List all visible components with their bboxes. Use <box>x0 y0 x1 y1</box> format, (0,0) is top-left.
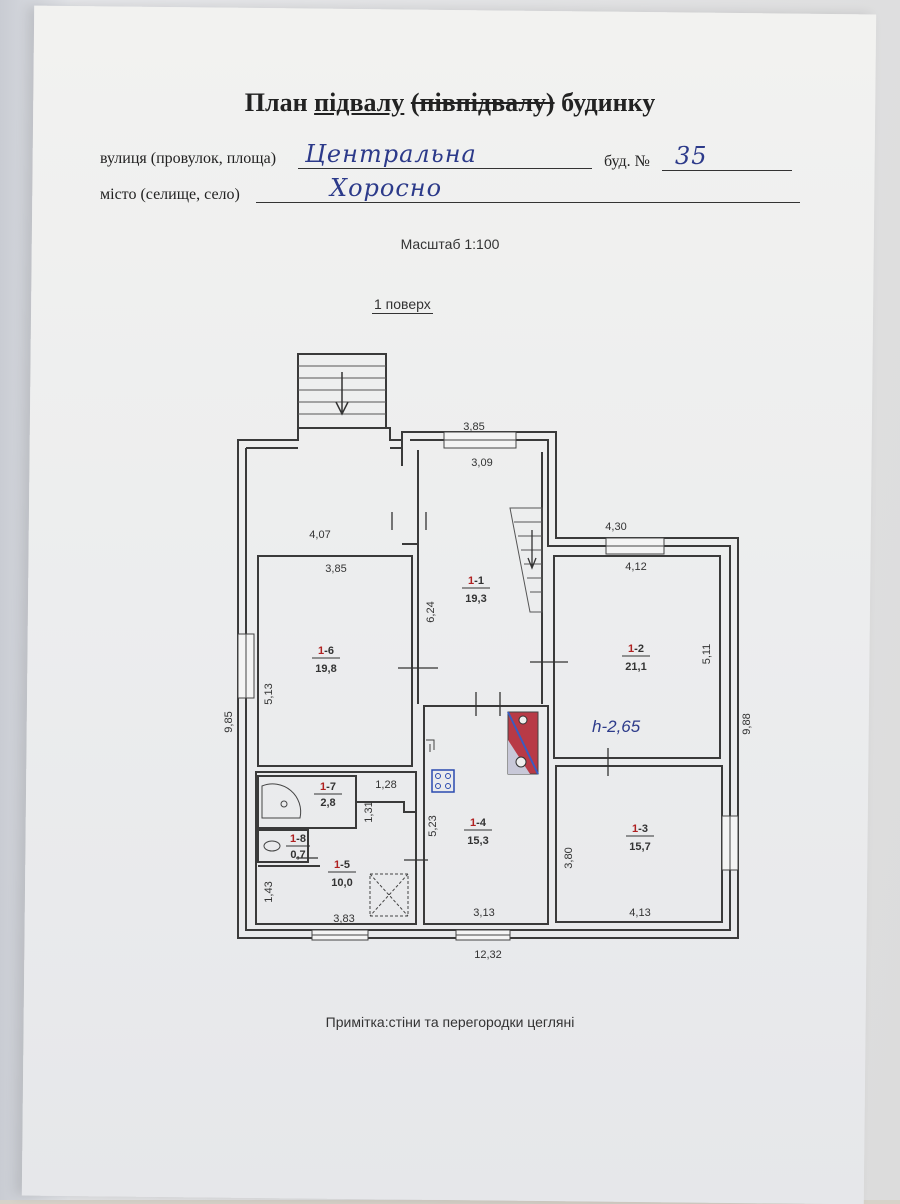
dim-porch-width: 4,07 <box>309 529 330 541</box>
dim-room1-3-width: 4,13 <box>629 907 650 919</box>
page-title: План підвалу (півпідвалу) будинку <box>244 88 656 117</box>
room-label-1-3: 1-3 15,7 <box>626 823 654 853</box>
room-label-1-8: 1-8 0,7 <box>286 833 310 861</box>
stove-icon <box>431 769 455 793</box>
room-area-1-5: 10,0 <box>331 877 352 889</box>
room-area-1-3: 15,7 <box>629 841 650 853</box>
room-area-1-1: 19,3 <box>465 593 486 605</box>
scale-label: Масштаб 1:100 <box>400 236 500 252</box>
dim-room1-7-width: 1,28 <box>375 779 396 791</box>
door-marks <box>296 512 609 861</box>
shower-drain-icon <box>280 800 288 808</box>
svg-text:1-1: 1-1 <box>468 575 484 587</box>
dim-outer-left: 9,85 <box>223 711 235 732</box>
dim-outer-right: 9,88 <box>741 713 753 734</box>
room-area-1-6: 19,8 <box>315 663 336 675</box>
room-label-1-2: 1-2 21,1 <box>622 643 650 673</box>
room-label-1-1: 1-1 19,3 <box>462 575 490 605</box>
ceiling-height-note: h-2,65 <box>592 717 641 736</box>
title-basement: підвалу <box>314 88 405 117</box>
room-label-1-6: 1-6 19,8 <box>312 645 340 675</box>
footnote: Примітка:стіни та перегородки цегляні <box>325 1014 575 1030</box>
dim-room1-6-depth: 5,13 <box>263 683 275 704</box>
windows <box>237 431 739 941</box>
stove-burners <box>435 773 451 789</box>
dim-room1-2-width: 4,12 <box>625 561 646 573</box>
city-line <box>256 202 800 203</box>
floor-label: 1 поверх <box>372 296 433 314</box>
svg-text:1-6: 1-6 <box>318 645 334 657</box>
city-value: Хоросно <box>330 174 443 202</box>
dim-room1-6-width: 3,85 <box>325 563 346 575</box>
room-area-1-2: 21,1 <box>625 661 646 673</box>
svg-text:1-5: 1-5 <box>334 859 350 871</box>
dim-room1-4-width: 3,13 <box>473 907 494 919</box>
building-label: буд. № <box>604 153 650 170</box>
svg-text:1-7: 1-7 <box>320 781 336 793</box>
dim-room1-5-depth: 1,43 <box>263 881 275 902</box>
street-value: Центральна <box>305 140 477 168</box>
street-line <box>298 168 592 169</box>
building-value: 35 <box>675 142 708 170</box>
dim-room1-3-depth: 3,80 <box>563 847 575 868</box>
room-area-1-8: 0,7 <box>290 849 305 861</box>
toilet-icon <box>263 840 281 852</box>
svg-text:1-2: 1-2 <box>628 643 644 655</box>
dim-outer-bottom: 12,32 <box>474 949 502 961</box>
interior-stair <box>509 507 543 613</box>
street-label: вулиця (провулок, площа) <box>100 150 277 167</box>
dim-top-center: 3,85 <box>463 421 484 433</box>
furnace-icon <box>507 711 539 775</box>
dim-room1-5-width: 3,83 <box>333 913 354 925</box>
svg-text:1-3: 1-3 <box>632 823 648 835</box>
room-area-1-4: 15,3 <box>467 835 488 847</box>
building-line <box>662 170 792 171</box>
dim-room1-1-width: 3,09 <box>471 457 492 469</box>
room-area-1-7: 2,8 <box>320 797 335 809</box>
down-arrow-icon <box>335 372 349 416</box>
svg-text:1-8: 1-8 <box>290 833 306 845</box>
dim-room1-7-depth: 1,31 <box>363 801 375 822</box>
dim-top-right: 4,30 <box>605 521 626 533</box>
dim-room1-1-depth: 6,24 <box>425 601 437 622</box>
svg-text:1-4: 1-4 <box>470 817 487 829</box>
cellar-hatch-cross <box>369 873 409 917</box>
sink-icon <box>426 739 435 752</box>
city-label: місто (селище, село) <box>100 186 240 203</box>
cellar-hatch <box>369 873 409 917</box>
room-label-1-7: 1-7 2,8 <box>314 781 342 809</box>
title-semi-basement: (півпідвалу) <box>410 88 555 117</box>
shower-icon <box>261 783 302 819</box>
dim-room1-2-depth: 5,11 <box>701 644 713 665</box>
dim-room1-4-depth: 5,23 <box>427 815 439 836</box>
room-label-1-5: 1-5 10,0 <box>328 859 356 889</box>
room-label-1-4: 1-4 15,3 <box>464 817 492 847</box>
